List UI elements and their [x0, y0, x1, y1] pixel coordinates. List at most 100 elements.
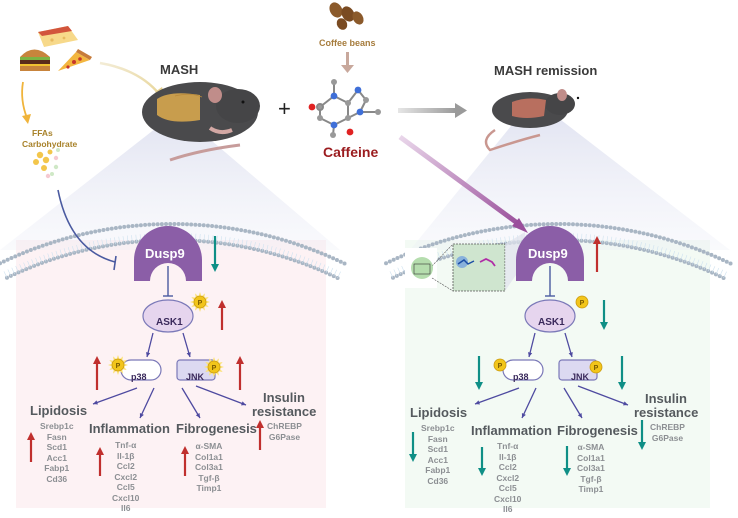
- lipid-head: [239, 228, 244, 233]
- lipid-tail: [401, 265, 405, 273]
- lipid-head: [529, 222, 534, 227]
- gene-label: Cxcl10: [494, 493, 522, 504]
- lipid-tail: [647, 243, 651, 251]
- lipid-tail: [306, 257, 310, 265]
- gene-label: Ccl5: [498, 483, 517, 493]
- lipid-head: [454, 235, 459, 240]
- left-insulin-title-1: Insulin: [263, 390, 305, 405]
- lipid-tail: [76, 244, 79, 252]
- lipid-tail: [623, 238, 625, 246]
- lipid-head: [48, 241, 53, 246]
- lipid-tail: [635, 241, 638, 249]
- lipid-head: [17, 252, 22, 257]
- lipid-tail: [212, 235, 214, 243]
- gene-label: Ccl2: [498, 462, 517, 472]
- lipid-head: [184, 222, 189, 227]
- lipid-head: [705, 251, 710, 256]
- lipid-head: [226, 226, 231, 231]
- gene-label: Srebp1c: [40, 421, 74, 431]
- lipid-head: [251, 230, 256, 235]
- fibrogenesis-change-arrow-head: [563, 468, 571, 476]
- lipid-head: [255, 231, 260, 236]
- lipid-head: [275, 236, 280, 241]
- gene-label: G6Pase: [268, 431, 301, 442]
- gene-label: Fabp1: [44, 463, 70, 473]
- lipid-head: [218, 224, 223, 229]
- lipid-head: [64, 236, 69, 241]
- lipid-tail: [290, 252, 294, 260]
- lipid-head: [724, 259, 729, 264]
- gene-label: Srebp1c: [421, 423, 455, 433]
- gene-label: Ccl2: [116, 461, 135, 471]
- to-inflammation-arrow: [521, 387, 537, 419]
- right-ask1-label: ASK1: [538, 317, 565, 328]
- lipid-tail: [270, 246, 273, 254]
- jnk-phospho-icon: [589, 360, 603, 374]
- lipid-head: [533, 222, 538, 227]
- treatment-arrow-shaft: [398, 108, 456, 113]
- ask1-change-arrow-head: [218, 300, 226, 308]
- gene-label: Col1a1: [577, 452, 605, 463]
- lipid-tail: [241, 239, 244, 247]
- gene-label: Tnf-α: [497, 441, 519, 451]
- gene-label: Il6: [120, 503, 131, 513]
- mash-remission-title: MASH remission: [494, 63, 598, 78]
- lipid-head: [76, 233, 81, 238]
- gene-label: α-SMA: [577, 442, 605, 452]
- lipid-tail: [203, 234, 205, 242]
- lipid-head: [295, 242, 300, 247]
- inset-line: [431, 277, 454, 292]
- jnk-phospho-icon-label: P: [594, 365, 599, 372]
- lipid-head: [263, 233, 268, 238]
- jnk-change-arrow-head: [236, 356, 244, 364]
- food-to-ffa-arrow: [21, 81, 28, 119]
- caffeine-to-dusp9-arrow: [398, 134, 522, 228]
- lipid-head: [331, 256, 336, 261]
- p38-change-arrow-head: [93, 356, 101, 364]
- lipid-tail: [333, 269, 337, 277]
- lipid-tail: [704, 262, 708, 270]
- lipid-head: [438, 239, 443, 244]
- lipid-head: [327, 254, 332, 259]
- lipid-tail: [43, 254, 47, 262]
- protein-box: [413, 263, 431, 275]
- lipid-head: [334, 257, 339, 262]
- lipid-tail: [676, 252, 680, 260]
- lipid-tail: [310, 259, 314, 267]
- lipid-head: [109, 226, 114, 231]
- lipid-tail: [692, 257, 696, 265]
- gene-label: Cd36: [46, 473, 68, 484]
- lipid-head: [271, 235, 276, 240]
- lipid-head: [247, 229, 252, 234]
- lipid-head: [291, 241, 296, 246]
- ffa-particles-icon: [33, 148, 60, 179]
- lipid-tail: [93, 241, 96, 248]
- lipid-tail: [31, 259, 35, 267]
- ask1-to-jnk-arrow-head: [186, 352, 191, 357]
- lipid-tail: [397, 267, 401, 275]
- lipid-tail: [55, 250, 59, 258]
- lipid-tail: [711, 266, 716, 273]
- to-insulin-arrow-head: [241, 401, 246, 406]
- lipid-head: [210, 224, 215, 229]
- lipid-head: [621, 227, 626, 232]
- p38-phospho-icon-label: P: [116, 363, 121, 370]
- lipid-tail: [700, 261, 704, 268]
- lipid-head: [558, 222, 563, 227]
- to-insulin-arrow: [195, 385, 247, 406]
- p38-change-arrow-head: [475, 382, 483, 390]
- gene-label: Cxcl2: [114, 471, 138, 482]
- lipid-tail: [707, 264, 712, 272]
- lipid-head: [159, 222, 164, 227]
- lipid-head: [579, 222, 584, 227]
- p38-phospho-icon: [111, 358, 125, 372]
- lipid-head: [168, 222, 173, 227]
- lipid-tail: [216, 235, 218, 243]
- lipid-head: [21, 251, 26, 256]
- lipid-tail: [261, 243, 265, 251]
- lipid-tail: [249, 241, 252, 249]
- gene-label: Fasn: [427, 433, 448, 444]
- lipid-head: [147, 222, 152, 227]
- gene-label: Fasn: [46, 431, 67, 442]
- lipid-head: [637, 230, 642, 235]
